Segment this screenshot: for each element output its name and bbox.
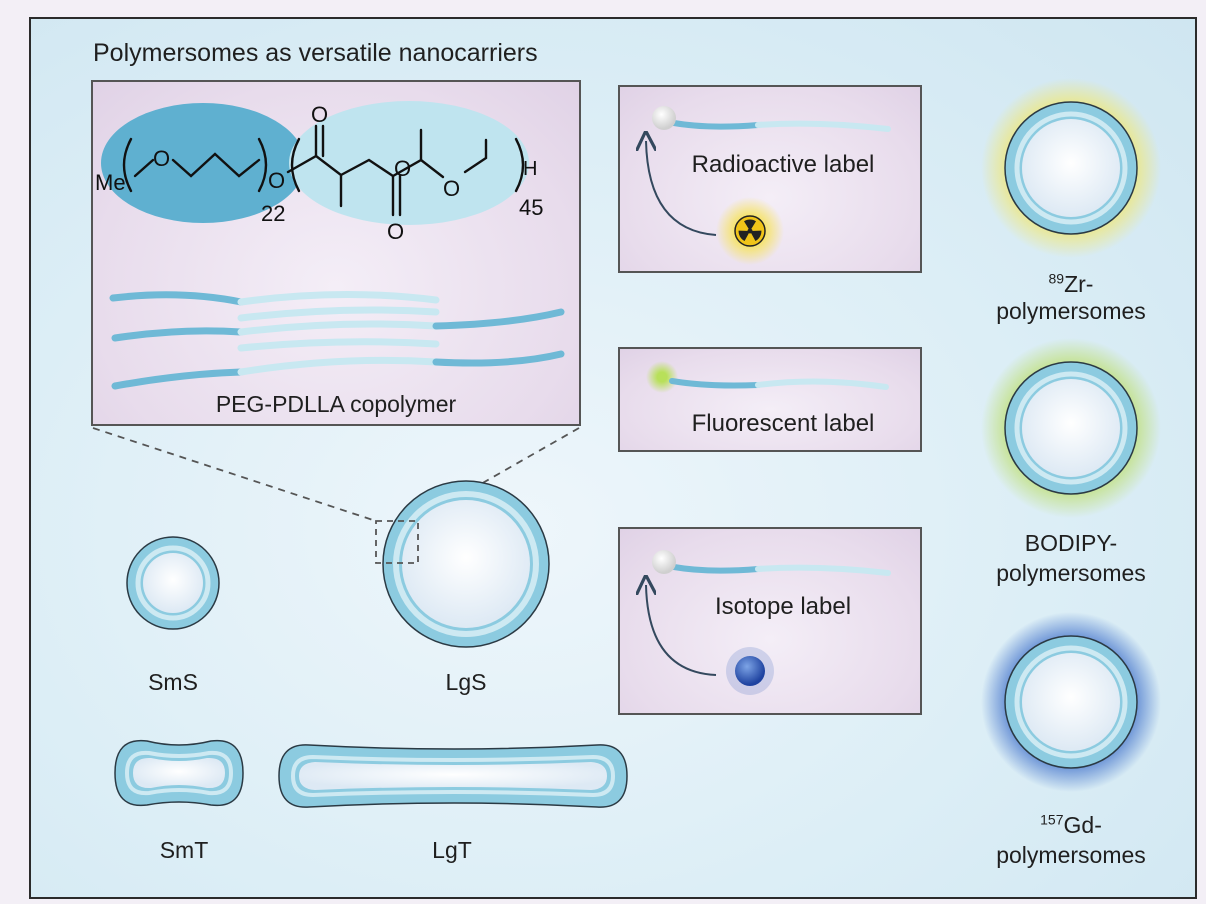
isotope-ball-icon [735,656,765,686]
gd-polymersome [981,612,1161,792]
figure-title: Polymersomes as versatile nanocarriers [93,39,538,67]
zr-name: polymersomes [996,297,1146,324]
gd-element: Gd- [1063,811,1102,838]
peg-repeat-count: 22 [261,201,285,226]
fluorescent-label-panel [618,347,922,452]
zr-isotope-number: 89 [1048,270,1065,286]
isotope-label-graphic [618,550,891,695]
smt-polymersome [114,739,244,807]
attachment-site-dot [652,106,676,130]
sms-label: SmS [148,669,198,695]
lgt-label: LgT [432,837,472,863]
terminal-oxygen-label: O [443,176,460,201]
peg-block-ellipse [101,103,305,223]
isotope-label-text: Isotope label [714,593,852,620]
lgt-polymersome [278,744,628,808]
lgs-polymersome [375,480,550,648]
bodipy-name: polymersomes [996,560,1146,586]
lgs-label: LgS [445,669,487,695]
sms-polymersome [126,536,220,630]
ester-oxygen-label-2: O [394,156,411,181]
zr-element: Zr- [1064,270,1094,297]
carbonyl-oxygen-label-1: O [311,102,328,127]
gd-isotope-number: 157 [1040,811,1064,827]
radioactive-label-graphic [618,106,891,265]
pdlla-repeat-count: 45 [519,195,543,220]
zoom-region-box [375,520,419,564]
fluorescent-label-graphic [646,361,889,393]
zr-polymersome-label: 89Zr- polymersomes [996,265,1146,325]
figure-frame: Polymersomes as versatile nanocarriers M… [29,17,1197,899]
radioactive-arrow [646,141,717,236]
chain-strand-1 [109,291,245,306]
carbonyl-oxygen-label-2: O [387,219,404,244]
isotope-attachment-dot [652,550,676,574]
bodipy-line1: BODIPY- [1024,530,1118,556]
zr-polymersome [981,78,1161,258]
bodipy-polymersome-label: BODIPY- polymersomes [996,528,1146,588]
pdlla-block-ellipse [289,101,529,225]
ester-oxygen-label-1: O [268,168,285,193]
isotope-arrow [646,585,717,676]
chain-strand-3 [111,368,245,390]
radioactive-label-text: Radioactive label [691,151,875,178]
terminal-hydrogen-label: H [523,158,537,180]
fluorescent-label-text: Fluorescent label [691,410,875,437]
methyl-label: Me [95,170,126,195]
copolymer-structure: Me O 22 O O O O O H 45 [95,101,565,390]
copolymer-caption: PEG-PDLLA copolymer [215,391,457,417]
gd-name: polymersomes [996,841,1146,868]
smt-label: SmT [159,837,209,863]
gd-polymersome-label: 157Gd- polymersomes [996,804,1146,870]
chain-strand-2 [111,327,245,342]
ether-oxygen-label: O [153,146,170,171]
isotope-label-panel [618,527,922,715]
bodipy-polymersome [981,338,1161,518]
